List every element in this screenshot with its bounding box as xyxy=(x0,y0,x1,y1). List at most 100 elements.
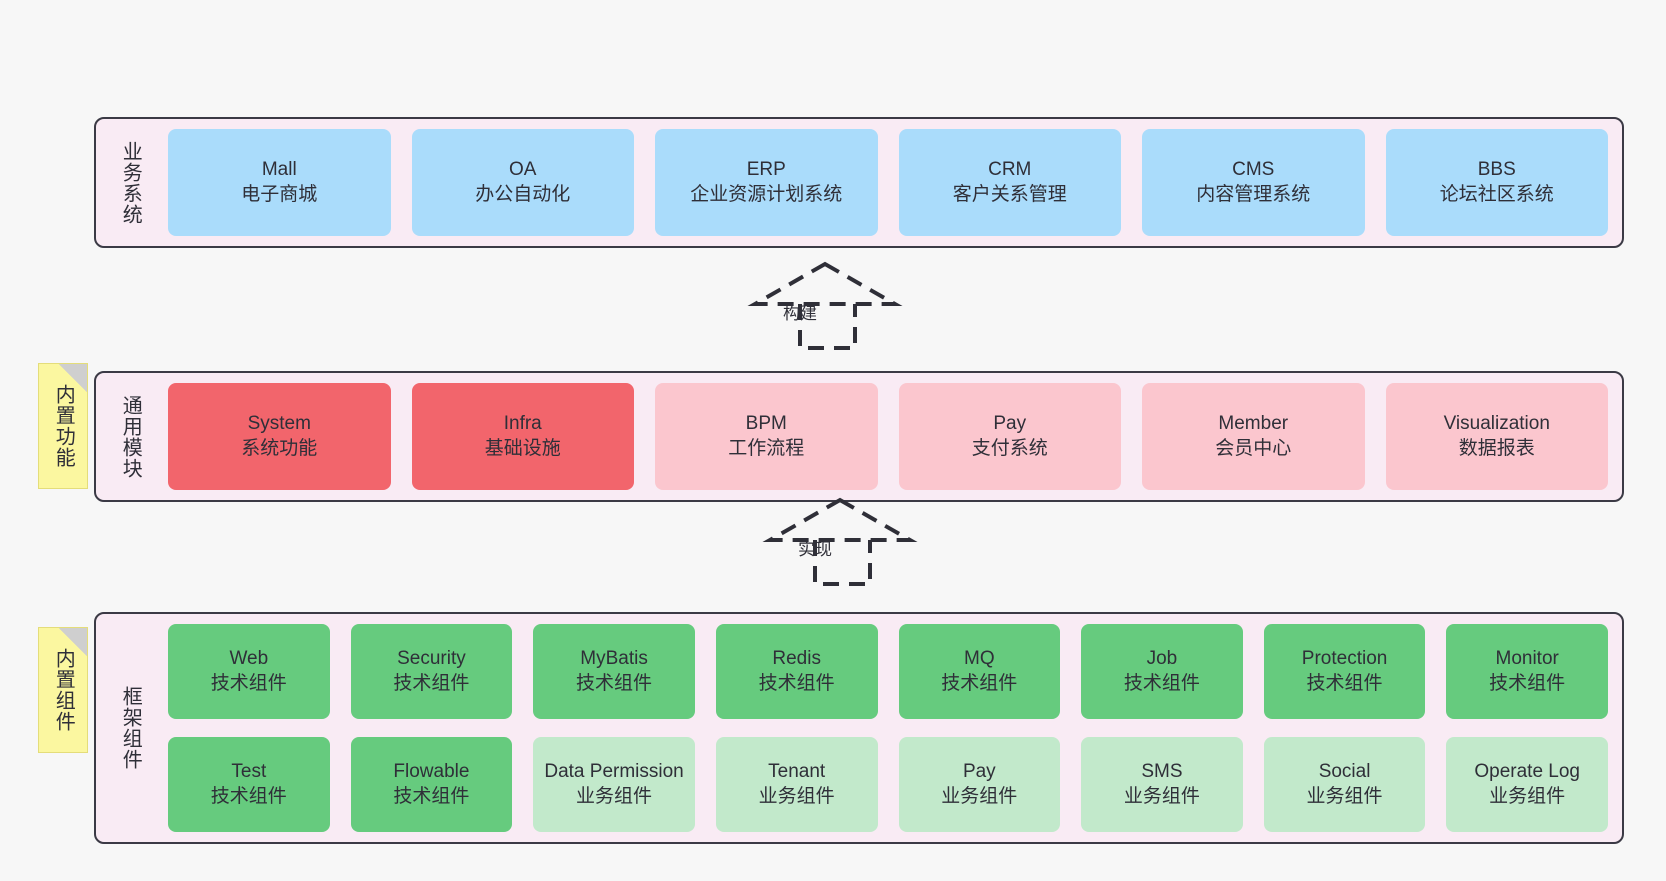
card-title-cn: 系统功能 xyxy=(241,437,318,459)
card-title-cn: 办公自动化 xyxy=(475,183,571,205)
card-title-en: ERP xyxy=(746,159,786,181)
card-title-en: OA xyxy=(509,159,537,181)
card-title-en: BBS xyxy=(1477,159,1516,181)
card-title-cn: 论坛社区系统 xyxy=(1439,183,1554,205)
card-cms[interactable]: CMS 内容管理系统 xyxy=(1142,129,1365,236)
card-title-cn: 工作流程 xyxy=(728,437,805,459)
card-title-en: Tenant xyxy=(768,761,826,783)
card-oa[interactable]: OA 办公自动化 xyxy=(411,129,634,236)
card-data-permission[interactable]: Data Permission 业务组件 xyxy=(533,737,695,832)
tag-builtin-feature-label: 内置功能 xyxy=(52,384,75,468)
card-title-en: Redis xyxy=(772,648,821,670)
card-tenant[interactable]: Tenant 业务组件 xyxy=(715,737,878,832)
card-infra[interactable]: Infra 基础设施 xyxy=(411,383,634,490)
card-pay-biz[interactable]: Pay 业务组件 xyxy=(898,737,1061,832)
card-title-en: Infra xyxy=(503,413,542,435)
card-title-en: System xyxy=(247,413,311,435)
card-social[interactable]: Social 业务组件 xyxy=(1263,737,1426,832)
card-title-cn: 客户关系管理 xyxy=(952,183,1067,205)
card-job[interactable]: Job 技术组件 xyxy=(1081,624,1243,719)
card-title-cn: 技术组件 xyxy=(1306,672,1383,694)
card-title-en: Flowable xyxy=(393,761,470,783)
layer-label-business-system: 业务系统 xyxy=(119,140,142,225)
card-bpm[interactable]: BPM 工作流程 xyxy=(655,383,878,490)
card-mq[interactable]: MQ 技术组件 xyxy=(898,624,1061,719)
card-title-cn: 业务组件 xyxy=(1306,785,1383,807)
common-card-list: System 系统功能 Infra 基础设施 BPM 工作流程 Pay 支付系统… xyxy=(150,383,1608,490)
layer-common-module: 通用模块 System 系统功能 Infra 基础设施 BPM 工作流程 Pay… xyxy=(94,371,1624,502)
card-system[interactable]: System 系统功能 xyxy=(168,383,391,490)
card-title-en: Pay xyxy=(993,413,1027,435)
card-protection[interactable]: Protection 技术组件 xyxy=(1263,624,1426,719)
connector-implement-arrow: 实现 xyxy=(750,492,930,592)
card-title-en: Job xyxy=(1146,648,1178,670)
card-title-en: Monitor xyxy=(1495,648,1559,670)
card-title-en: Pay xyxy=(962,761,996,783)
card-title-cn: 基础设施 xyxy=(484,437,561,459)
card-title-cn: 业务组件 xyxy=(1489,785,1566,807)
card-title-en: Member xyxy=(1218,413,1289,435)
card-title-en: Visualization xyxy=(1443,413,1550,435)
card-title-en: MQ xyxy=(964,648,995,670)
card-title-en: Test xyxy=(231,761,267,783)
card-title-cn: 技术组件 xyxy=(576,672,653,694)
card-security[interactable]: Security 技术组件 xyxy=(350,624,513,719)
framework-tech-row: Web 技术组件 Security 技术组件 MyBatis 技术组件 Redi… xyxy=(168,624,1608,719)
card-bbs[interactable]: BBS 论坛社区系统 xyxy=(1385,129,1608,236)
card-member[interactable]: Member 会员中心 xyxy=(1142,383,1365,490)
card-sms[interactable]: SMS 业务组件 xyxy=(1081,737,1243,832)
tag-builtin-feature: 内置功能 xyxy=(38,363,88,489)
card-title-en: MyBatis xyxy=(580,648,648,670)
card-pay[interactable]: Pay 支付系统 xyxy=(898,383,1121,490)
card-mybatis[interactable]: MyBatis 技术组件 xyxy=(533,624,695,719)
card-title-cn: 技术组件 xyxy=(210,785,287,807)
tag-builtin-component: 内置组件 xyxy=(38,627,88,753)
layer-business-system: 业务系统 Mall 电子商城 OA 办公自动化 ERP 企业资源计划系统 CRM… xyxy=(94,117,1624,248)
layer-label-common-module: 通用模块 xyxy=(119,394,142,479)
card-title-cn: 技术组件 xyxy=(1123,672,1200,694)
card-title-cn: 电子商城 xyxy=(241,183,318,205)
card-title-en: BPM xyxy=(745,413,787,435)
card-test[interactable]: Test 技术组件 xyxy=(168,737,330,832)
card-title-cn: 技术组件 xyxy=(210,672,287,694)
card-operate-log[interactable]: Operate Log 业务组件 xyxy=(1446,737,1608,832)
card-title-en: Security xyxy=(397,648,466,670)
card-title-en: CRM xyxy=(988,159,1032,181)
card-visualization[interactable]: Visualization 数据报表 xyxy=(1385,383,1608,490)
card-redis[interactable]: Redis 技术组件 xyxy=(715,624,878,719)
card-title-cn: 企业资源计划系统 xyxy=(690,183,843,205)
card-title-cn: 业务组件 xyxy=(758,785,835,807)
card-title-en: Data Permission xyxy=(544,761,684,783)
tag-builtin-component-label: 内置组件 xyxy=(52,648,75,732)
connector-build-arrow: 构建 xyxy=(735,256,915,356)
layer-label-framework-component: 框架组件 xyxy=(119,686,142,770)
card-title-cn: 技术组件 xyxy=(1489,672,1566,694)
card-title-cn: 内容管理系统 xyxy=(1196,183,1311,205)
card-title-cn: 业务组件 xyxy=(941,785,1018,807)
card-erp[interactable]: ERP 企业资源计划系统 xyxy=(655,129,878,236)
card-title-cn: 会员中心 xyxy=(1215,437,1292,459)
card-flowable[interactable]: Flowable 技术组件 xyxy=(350,737,513,832)
card-web[interactable]: Web 技术组件 xyxy=(168,624,330,719)
card-title-en: Protection xyxy=(1301,648,1388,670)
layer-framework-component: 框架组件 Web 技术组件 Security 技术组件 MyBatis 技术组件… xyxy=(94,612,1624,844)
card-title-cn: 技术组件 xyxy=(393,785,470,807)
card-title-en: Mall xyxy=(261,159,297,181)
card-title-cn: 数据报表 xyxy=(1458,437,1535,459)
card-mall[interactable]: Mall 电子商城 xyxy=(168,129,391,236)
card-title-cn: 技术组件 xyxy=(941,672,1018,694)
card-title-cn: 支付系统 xyxy=(971,437,1048,459)
framework-biz-row: Test 技术组件 Flowable 技术组件 Data Permission … xyxy=(168,737,1608,832)
card-title-cn: 业务组件 xyxy=(576,785,653,807)
card-title-cn: 技术组件 xyxy=(393,672,470,694)
card-title-cn: 技术组件 xyxy=(758,672,835,694)
business-card-list: Mall 电子商城 OA 办公自动化 ERP 企业资源计划系统 CRM 客户关系… xyxy=(150,129,1608,236)
card-crm[interactable]: CRM 客户关系管理 xyxy=(898,129,1121,236)
card-monitor[interactable]: Monitor 技术组件 xyxy=(1446,624,1608,719)
card-title-en: Operate Log xyxy=(1474,761,1580,783)
card-title-en: Web xyxy=(229,648,269,670)
card-title-cn: 业务组件 xyxy=(1123,785,1200,807)
card-title-en: Social xyxy=(1318,761,1371,783)
framework-card-grid: Web 技术组件 Security 技术组件 MyBatis 技术组件 Redi… xyxy=(150,624,1608,832)
card-title-en: SMS xyxy=(1141,761,1183,783)
